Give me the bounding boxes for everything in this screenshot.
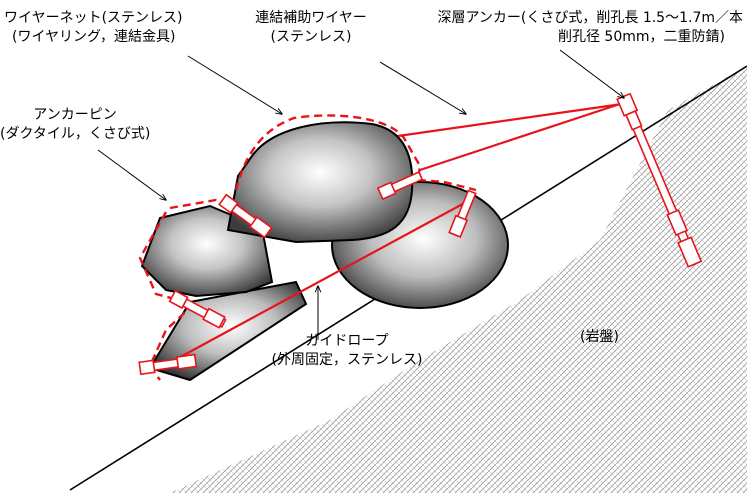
deep-anchor-label: 深層アンカー(くさび式，削孔長 1.5～1.7m／本 削孔径 50mm，二重防錆… [405, 9, 743, 47]
connecting-wire-label-line1: 連結補助ワイヤー [255, 10, 367, 26]
anchor-pin-bottom [138, 353, 198, 376]
anchor-pin-label-line2: (ダクタイル，くさび式) [0, 126, 151, 142]
deep-anchor-label-line2: 削孔径 50mm，二重防錆) [557, 29, 725, 45]
anchor-pin-top-left [218, 193, 273, 239]
bedrock-label: (岩盤) [580, 328, 619, 347]
wire-net-label-line1: ワイヤーネット(ステンレス) [4, 10, 183, 26]
connecting-wire [397, 100, 627, 172]
anchor-pin-right [448, 189, 477, 238]
anchor-pin-middle [168, 289, 227, 329]
wire-net-label: ワイヤーネット(ステンレス) (ワイヤリング，連結金具) [4, 9, 183, 47]
bedrock-label-text: (岩盤) [580, 329, 619, 345]
anchor-pin-label: アンカーピン (ダクタイル，くさび式) [0, 106, 150, 144]
connecting-wire-label: 連結補助ワイヤー (ステンレス) [236, 9, 386, 47]
wire-net-label-line2: (ワイヤリング，連結金具) [12, 29, 176, 45]
leader-lines [97, 49, 624, 340]
guide-rope-label-line1: ガイドロープ [305, 333, 389, 349]
rock-top [226, 121, 414, 244]
guide-rope-label-line2: (外周固定，ステンレス) [271, 352, 423, 368]
deep-anchor [616, 92, 703, 268]
anchor-pin-top-right [376, 171, 424, 201]
bedrock-area [170, 66, 747, 493]
anchor-pin-label-line1: アンカーピン [33, 107, 117, 123]
connecting-wire-label-line2: (ステンレス) [270, 29, 352, 45]
guide-rope-label: ガイドロープ (外周固定，ステンレス) [262, 332, 432, 370]
guide-rope [159, 199, 471, 369]
deep-anchor-label-line1: 深層アンカー(くさび式，削孔長 1.5～1.7m／本 [437, 10, 743, 26]
